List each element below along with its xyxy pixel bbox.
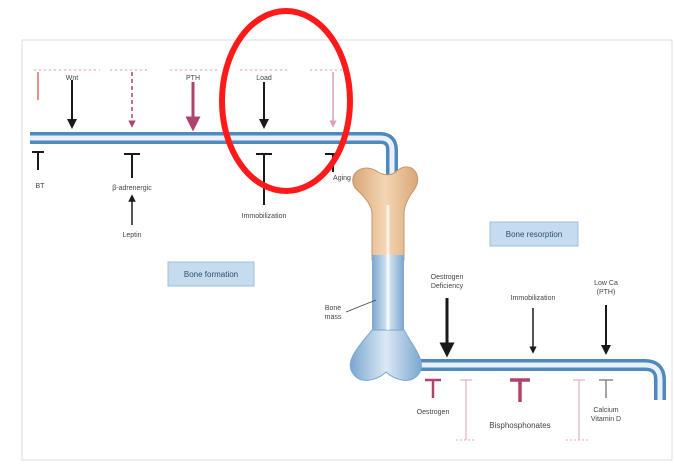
immobilization-label: Immobilization	[242, 213, 287, 220]
bone-resorption-label: Bone resorption	[506, 230, 562, 239]
bt-label: BT	[36, 183, 46, 190]
wnt-label: Wnt	[66, 75, 79, 82]
bone-resorption-box: Bone resorption	[490, 222, 578, 246]
calcium-label-1: Calcium	[593, 407, 618, 414]
low-ca-label-2: (PTH)	[597, 289, 616, 296]
bone-mass-label-1: Bone	[325, 305, 341, 312]
calcium-label-2: Vitamin D	[591, 416, 621, 423]
bisphosphonates-label: Bisphosphonates	[489, 421, 550, 430]
leptin-label: Leptin	[122, 232, 141, 239]
bone-formation-box: Bone formation	[168, 262, 254, 286]
oestrogen-deficiency-label-1: Oestrogen	[431, 274, 464, 281]
low-ca-label-1: Low Ca	[594, 280, 618, 287]
oestrogen-label: Oestrogen	[417, 409, 450, 416]
immobilization-resorption-label: Immobilization	[511, 295, 556, 302]
b-adrenergic-label: β-adrenergic	[112, 185, 152, 192]
oestrogen-deficiency-label-2: Deficiency	[431, 283, 464, 290]
bone-formation-label: Bone formation	[184, 270, 238, 279]
bone-mass-label-2: mass	[325, 314, 342, 321]
load-label: Load	[256, 75, 272, 82]
pth-label: PTH	[186, 75, 200, 82]
aging-label: Aging	[333, 175, 351, 182]
